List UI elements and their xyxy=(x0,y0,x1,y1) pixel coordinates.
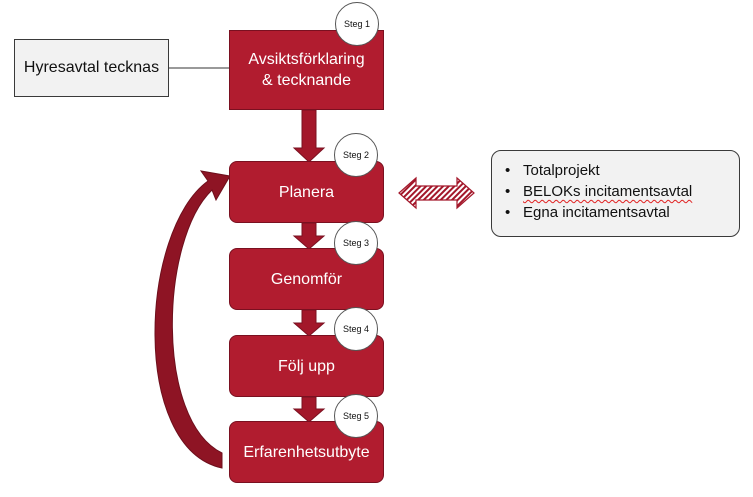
option-label: BELOKs incitamentsavtal xyxy=(523,183,693,200)
arrow-step4-to-step5 xyxy=(292,396,326,423)
list-item: • BELOKs incitamentsavtal xyxy=(505,181,739,202)
step-1-badge-text: Steg 1 xyxy=(343,19,371,29)
step-2-label: Planera xyxy=(278,183,335,201)
step-3-badge-text: Steg 3 xyxy=(342,238,370,248)
step-5-badge-text: Steg 5 xyxy=(342,411,370,421)
bullet-icon: • xyxy=(505,204,511,221)
step-2-badge-text: Steg 2 xyxy=(342,150,370,160)
lease-signed-box: Hyresavtal tecknas xyxy=(14,39,169,97)
list-item: • Totalprojekt xyxy=(505,160,739,181)
feedback-loop-arrow xyxy=(154,170,231,469)
step-4-badge: Steg 4 xyxy=(334,307,378,351)
contract-options-box: • Totalprojekt • BELOKs incitamentsavtal… xyxy=(491,150,740,237)
step-5-badge: Steg 5 xyxy=(334,394,378,438)
step-4-label: Följ upp xyxy=(278,357,335,375)
step-2-badge: Steg 2 xyxy=(334,133,378,177)
arrow-step2-to-step3 xyxy=(292,222,326,250)
arrow-step3-to-step4 xyxy=(292,309,326,337)
arrow-step1-to-step2 xyxy=(292,109,326,163)
list-item: • Egna incitamentsavtal xyxy=(505,202,739,223)
step-1-badge: Steg 1 xyxy=(335,2,379,46)
step-3-badge: Steg 3 xyxy=(334,221,378,265)
step-4-badge-text: Steg 4 xyxy=(342,324,370,334)
option-label: Totalprojekt xyxy=(523,162,600,179)
bullet-icon: • xyxy=(505,183,511,200)
bullet-icon: • xyxy=(505,162,511,179)
double-arrow-planera-options xyxy=(398,176,475,210)
step-3-label: Genomför xyxy=(270,270,343,288)
contract-options-list: • Totalprojekt • BELOKs incitamentsavtal… xyxy=(505,160,739,223)
step-1-label: Avsiktsförklaring & tecknande xyxy=(248,51,365,89)
lease-signed-label: Hyresavtal tecknas xyxy=(23,59,160,76)
option-label: Egna incitamentsavtal xyxy=(523,204,670,221)
step-5-label: Erfarenhetsutbyte xyxy=(243,443,370,461)
